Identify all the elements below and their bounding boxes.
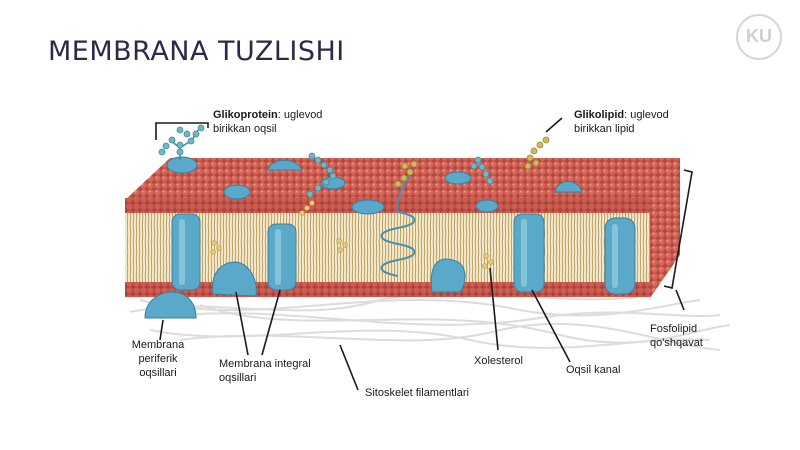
- label-bilayer-line2: qo'shqavat: [650, 337, 703, 349]
- label-bilayer-line1: Fosfolipid: [650, 323, 698, 335]
- bilayer-side-face: [650, 158, 680, 298]
- label-cholesterol: Xolesterol: [474, 355, 523, 367]
- bilayer-leader: [675, 289, 685, 311]
- slide-title: MEMBRANA TUZLISHI: [48, 36, 345, 67]
- integral-leader-1: [235, 291, 249, 356]
- glycolipid-glycan: [394, 136, 550, 188]
- cytoskeleton-leader: [339, 344, 359, 391]
- surface-proteins: [166, 156, 583, 215]
- label-peripheral-line3: oqsillari: [139, 367, 177, 379]
- label-glycoprotein-line2: birikkan oqsil: [213, 123, 277, 135]
- label-glycolipid-term: Glikolipid: [574, 109, 625, 121]
- label-bilayer: Fosfolipid qo'shqavat: [650, 322, 703, 350]
- glycoprotein-bracket: [155, 122, 209, 140]
- channel-leader: [531, 289, 571, 363]
- peripheral-protein: [144, 291, 197, 319]
- bilayer-bracket: [663, 169, 693, 289]
- label-glycolipid: Glikolipid: uglevod birikkan lipid: [574, 108, 669, 136]
- glycolipid-leader: [545, 117, 563, 133]
- peripheral-leader: [159, 319, 164, 341]
- channel-highlights: [179, 219, 618, 288]
- bilayer-front-lower-heads: [125, 282, 650, 297]
- helix-protein: [380, 175, 416, 277]
- bilayer-tails: [125, 212, 650, 284]
- label-peripheral-line2: periferik: [138, 353, 178, 365]
- bilayer-front-upper-heads: [125, 198, 650, 213]
- cholesterol: [210, 200, 494, 269]
- label-glycolipid-rest: : uglevod: [624, 109, 669, 121]
- label-channel: Oqsil kanal: [566, 364, 621, 376]
- label-integral-proteins: Membrana integral oqsillari: [219, 357, 311, 385]
- label-cytoskeleton: Sitoskelet filamentlari: [365, 387, 469, 399]
- integral-leader-2: [261, 289, 281, 356]
- glycoprotein-glycan: [158, 124, 205, 160]
- ku-logo: KU: [736, 14, 782, 60]
- cytoskeleton-filaments: [129, 291, 731, 351]
- label-peripheral-line1: Membrana: [131, 339, 185, 351]
- leader-lines: [155, 117, 693, 391]
- glycan-cluster-center: [306, 152, 494, 198]
- label-glycoprotein-term: Glikoprotein: [213, 109, 278, 121]
- label-peripheral-proteins: Membrana periferik oqsillari: [112, 338, 204, 380]
- label-integral-line2: oqsillari: [219, 372, 257, 384]
- label-glycoprotein: Glikoprotein: uglevod birikkan oqsil: [213, 108, 322, 136]
- cholesterol-leader: [489, 267, 499, 351]
- label-glycolipid-line2: birikkan lipid: [574, 123, 635, 135]
- label-integral-line1: Membrana integral: [219, 358, 311, 370]
- label-glycoprotein-rest: : uglevod: [277, 109, 323, 121]
